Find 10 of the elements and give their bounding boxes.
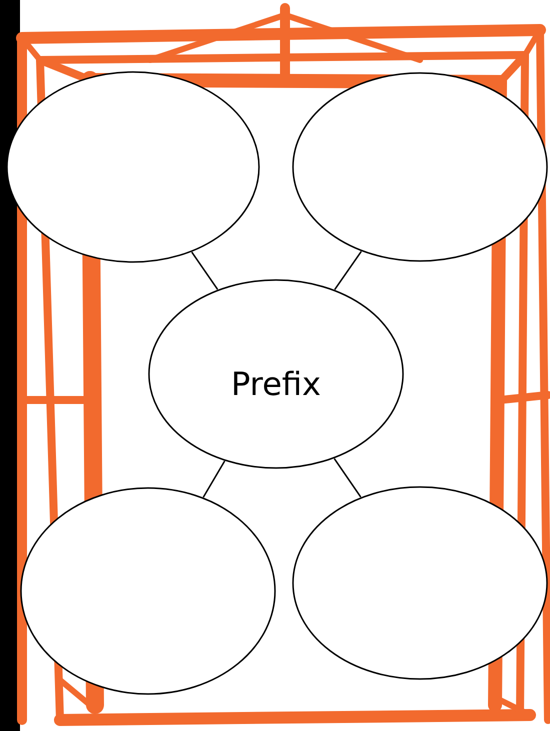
connector-line [334, 458, 362, 498]
oval-bubble [292, 72, 548, 262]
node-label: Prefix [230, 364, 322, 402]
connector-line [334, 250, 362, 290]
connector-line [202, 460, 226, 498]
connector-line [191, 252, 218, 290]
oval-bubble [292, 486, 548, 680]
oval-bubble [20, 487, 276, 695]
oval-bubble [148, 279, 404, 469]
oval-bubble [6, 71, 260, 263]
